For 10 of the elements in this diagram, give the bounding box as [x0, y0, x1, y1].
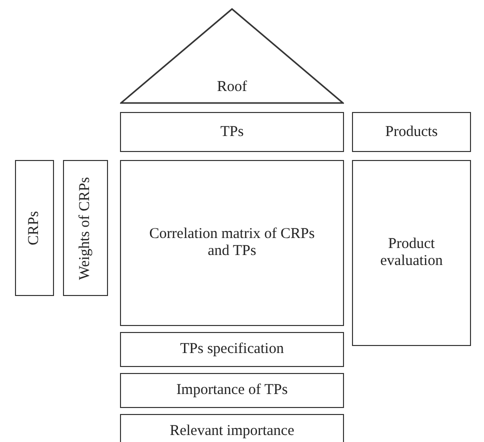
roof-label: Roof: [216, 79, 248, 96]
row-box: TPs specification: [120, 332, 344, 367]
header-box: TPs: [120, 112, 344, 152]
row-box: Importance of TPs: [120, 373, 344, 408]
side-box: CRPs: [15, 160, 54, 296]
side-box: Weights of CRPs: [63, 160, 108, 296]
matrix-box: Correlation matrix of CRPs and TPs: [120, 160, 344, 326]
evaluation-box: Product evaluation: [352, 160, 471, 346]
row-box: Relevant importance: [120, 414, 344, 442]
header-box: Products: [352, 112, 471, 152]
